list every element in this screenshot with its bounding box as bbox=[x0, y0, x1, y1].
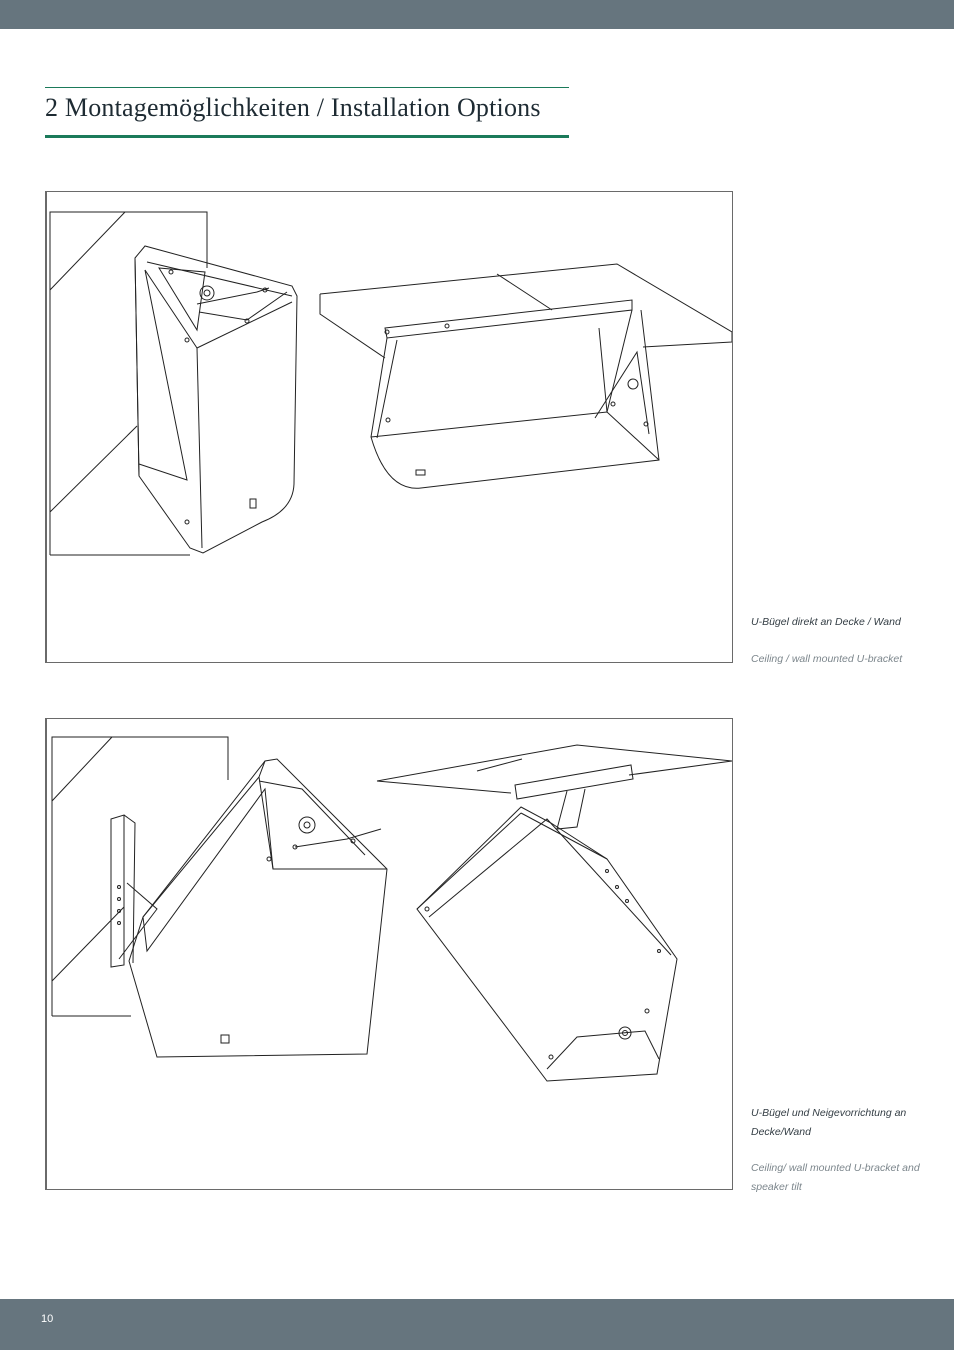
figure-1-caption-german: U-Bügel direkt an Decke / Wand bbox=[751, 616, 901, 628]
figure-2-caption-english: Ceiling/ wall mounted U-bracket and spea… bbox=[751, 1162, 920, 1193]
figure-ceiling-wall-u-bracket-tilt bbox=[45, 718, 733, 1190]
wall-tilt-speaker-drawing bbox=[110, 758, 388, 1058]
ceiling-tilt-speaker-drawing bbox=[416, 764, 678, 1082]
wall-panel bbox=[51, 736, 229, 1017]
figure-1-caption-english: Ceiling / wall mounted U-bracket bbox=[751, 653, 903, 665]
page-title: 2 Montagemöglichkeiten / Installation Op… bbox=[45, 93, 541, 122]
heading-rule-bottom bbox=[45, 135, 569, 138]
wall-speaker-drawing bbox=[134, 245, 298, 554]
heading-rule-top bbox=[45, 87, 569, 88]
header-bar bbox=[0, 0, 954, 29]
figure-ceiling-wall-u-bracket bbox=[45, 191, 733, 663]
page-number: 10 bbox=[41, 1313, 54, 1325]
wall-panel bbox=[49, 211, 208, 556]
ceiling-speaker-drawing bbox=[370, 299, 660, 489]
footer-bar: 10 bbox=[0, 1299, 954, 1350]
illustration-u-bracket-tilt-mount bbox=[51, 736, 732, 1082]
figure-2-caption-german: U-Bügel und Neigevorrichtung an Decke/Wa… bbox=[751, 1107, 907, 1138]
ceiling-slab bbox=[376, 744, 732, 794]
illustration-u-bracket-mount bbox=[49, 211, 732, 556]
ceiling-slab bbox=[319, 263, 732, 359]
